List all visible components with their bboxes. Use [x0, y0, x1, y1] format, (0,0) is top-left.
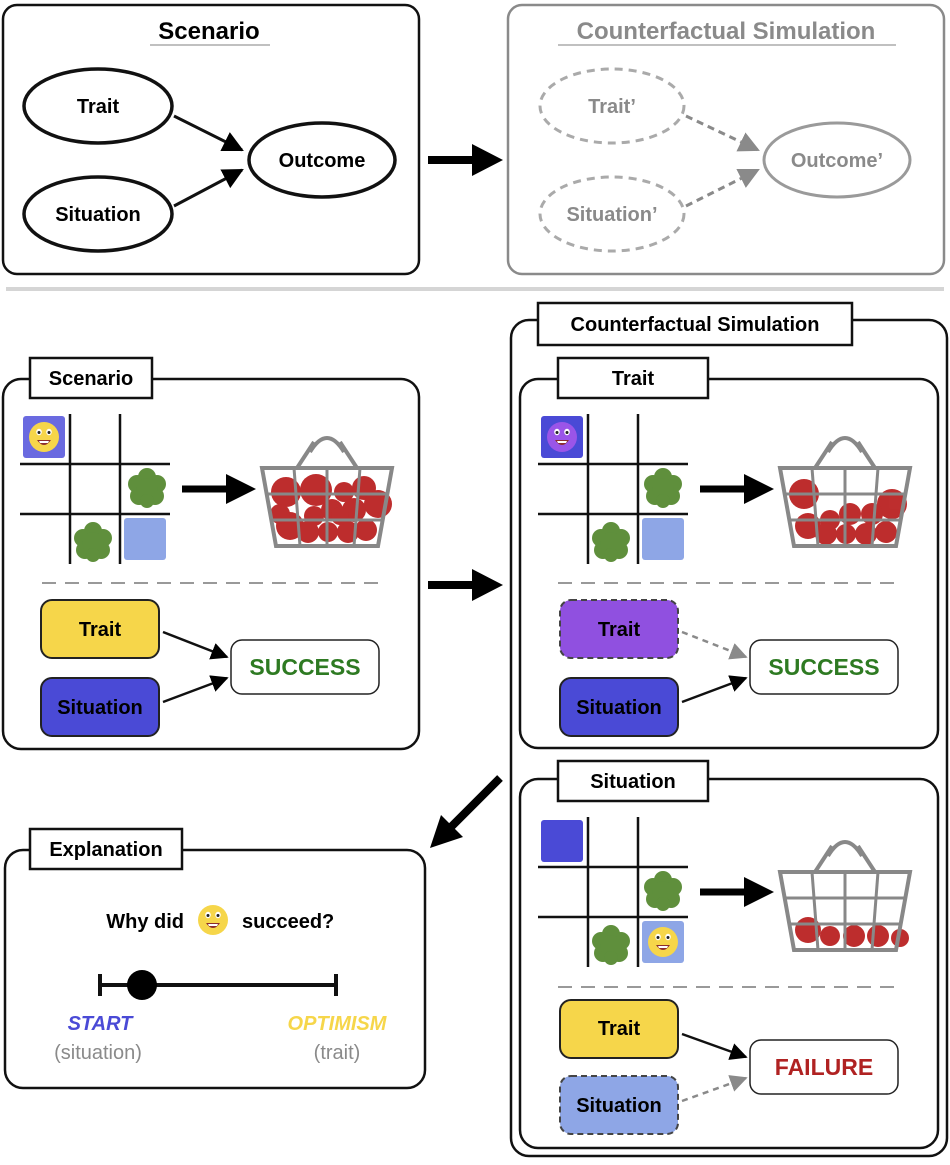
trait-counterfactual-panel: Trait Trait Situation [518, 356, 940, 750]
explanation-right-label: OPTIMISM [288, 1013, 388, 1035]
explanation-slider [98, 970, 338, 1000]
situation-gridworld [536, 815, 690, 969]
top-outcome-node: Outcome [279, 150, 366, 172]
slider-handle [127, 970, 157, 1000]
top-scenario-title: Scenario [158, 18, 259, 45]
top-trait-prime-node: Trait’ [588, 96, 636, 118]
bottom-scenario-panel: Scenario Trait [1, 356, 421, 751]
situation-panel-situation-node: Situation [576, 1095, 662, 1117]
trait-arrow-icon [700, 474, 774, 504]
situation-arrow-icon [700, 877, 774, 907]
scenario-situation-arrow [162, 675, 229, 704]
scenario-outcome-success: SUCCESS [249, 654, 360, 680]
smiley-yellow-icon [648, 927, 678, 957]
explanation-left-sub: (situation) [54, 1042, 142, 1064]
trait-panel-outcome-success: SUCCESS [768, 654, 879, 680]
scenario-trait-node: Trait [79, 619, 122, 641]
top-counterfactual-title: Counterfactual Simulation [577, 18, 876, 45]
situation-panel-title: Situation [590, 771, 676, 793]
trait-panel-title: Trait [612, 368, 655, 390]
scenario-situation-node: Situation [57, 697, 143, 719]
situation-counterfactual-panel: Situation Trait Situation FAILURE [518, 759, 940, 1150]
explanation-title: Explanation [49, 839, 162, 861]
top-trait-node: Trait [77, 96, 120, 118]
situation-panel-trait-arrow [681, 1032, 748, 1060]
basket-icon [778, 840, 912, 952]
smiley-purple-icon [547, 422, 577, 452]
explanation-left-label: START [68, 1013, 135, 1035]
top-situation-node: Situation [55, 204, 141, 226]
top-trait-arrow [173, 114, 244, 152]
top-trait-prime-arrow [685, 114, 760, 152]
scenario-trait-arrow [162, 630, 229, 660]
explanation-right-sub: (trait) [314, 1042, 361, 1064]
explanation-arrow-icon [430, 775, 503, 848]
top-situation-prime-node: Situation’ [566, 204, 657, 226]
top-scenario-panel: Scenario Trait Situation Outcome [1, 3, 421, 276]
middle-transition-arrow-icon [428, 569, 503, 601]
top-situation-arrow [173, 168, 244, 208]
explanation-question-suffix: succeed? [242, 911, 334, 933]
smiley-yellow-icon [198, 905, 228, 935]
top-situation-prime-arrow [685, 168, 760, 208]
scenario-gridworld [18, 412, 172, 566]
top-counterfactual-panel: Counterfactual Simulation Trait’ Situati… [506, 3, 946, 276]
situation-panel-outcome-failure: FAILURE [775, 1054, 873, 1080]
smiley-yellow-icon [29, 422, 59, 452]
basket-icon [260, 436, 394, 548]
trait-panel-trait-node: Trait [598, 619, 641, 641]
counterfactual-title: Counterfactual Simulation [571, 314, 820, 336]
trait-panel-trait-arrow [681, 630, 748, 660]
trait-panel-situation-node: Situation [576, 697, 662, 719]
bottom-scenario-title: Scenario [49, 368, 133, 390]
top-outcome-prime-node: Outcome’ [791, 150, 883, 172]
trait-gridworld [536, 412, 690, 566]
trait-panel-situation-arrow [681, 675, 748, 704]
top-transition-arrow-icon [428, 144, 503, 176]
basket-icon [778, 436, 912, 548]
situation-panel-situation-arrow [681, 1075, 748, 1103]
explanation-question-prefix: Why did [106, 911, 184, 933]
situation-panel-trait-node: Trait [598, 1018, 641, 1040]
explanation-panel: Explanation Why did succeed? START (situ… [3, 827, 427, 1090]
scenario-arrow-icon [182, 474, 256, 504]
